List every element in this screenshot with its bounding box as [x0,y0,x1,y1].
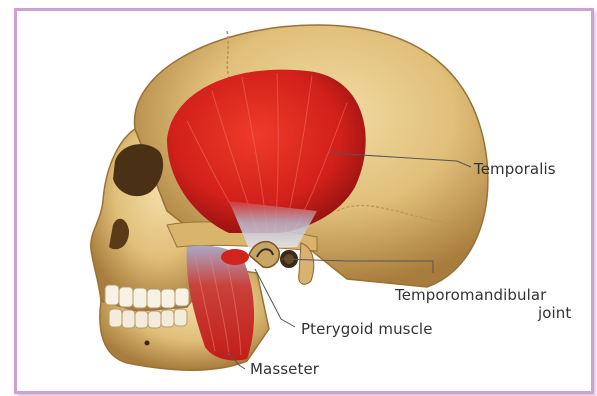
illustration-frame: Temporalis Temporomandibular joint Ptery… [14,8,594,394]
label-masseter: Masseter [250,361,319,378]
pterygoid-muscle [221,249,249,265]
label-tmj-line2: joint [538,305,571,322]
label-pterygoid: Pterygoid muscle [301,321,433,338]
label-tmj-line1: Temporomandibular [395,287,546,304]
label-temporalis: Temporalis [474,161,556,178]
